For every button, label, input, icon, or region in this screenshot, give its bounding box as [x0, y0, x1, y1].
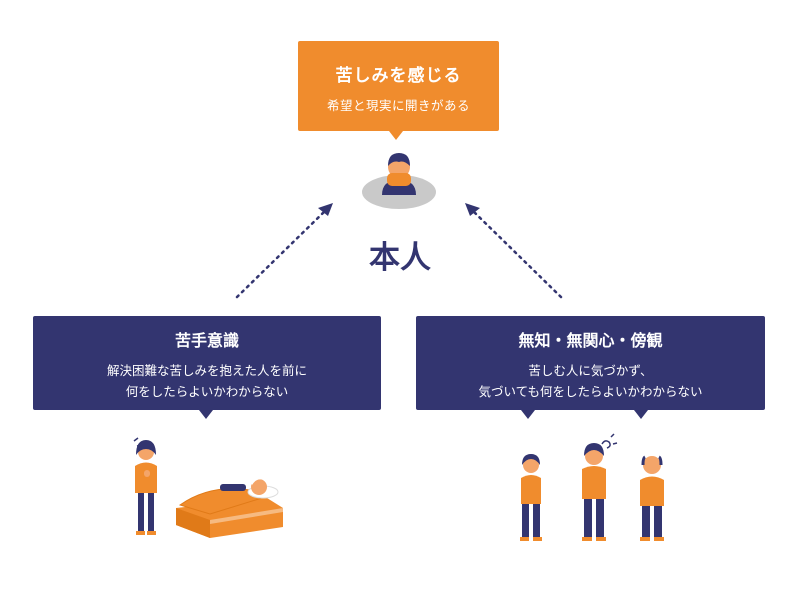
aversion-line-2: 何をしたらよいかわからない	[125, 384, 289, 399]
suffering-subtitle: 希望と現実に開きがある	[326, 98, 470, 113]
arrow-right-to-center	[465, 203, 563, 299]
indifference-callout: 無知・無関心・傍観 苦しむ人に気づかず、 気づいても何をしたらよいかわからない	[416, 316, 765, 419]
indifference-line-1: 苦しむ人に気づかず、	[528, 363, 653, 378]
indifference-title: 無知・無関心・傍観	[518, 331, 663, 350]
aversion-callout: 苦手意識 解決困難な苦しみを抱えた人を前に 何をしたらよいかわからない	[33, 316, 381, 419]
suffering-person-icon	[362, 153, 436, 209]
bystander-man-1-icon	[520, 454, 542, 541]
bystander-man-3-icon	[640, 455, 664, 541]
suffering-callout: 苦しみを感じる 希望と現実に開きがある	[298, 41, 499, 140]
suffering-title: 苦しみを感じる	[335, 66, 462, 86]
caregiver-woman-icon	[133, 437, 157, 535]
self-label: 本人	[369, 240, 431, 276]
indifference-line-2: 気づいても何をしたらよいかわからない	[478, 384, 703, 399]
bystander-man-2-icon	[582, 433, 618, 541]
arrow-left-to-center	[235, 203, 333, 299]
aversion-line-1: 解決困難な苦しみを抱えた人を前に	[106, 363, 307, 378]
aversion-title: 苦手意識	[174, 331, 239, 350]
bed-patient-icon	[176, 476, 283, 538]
